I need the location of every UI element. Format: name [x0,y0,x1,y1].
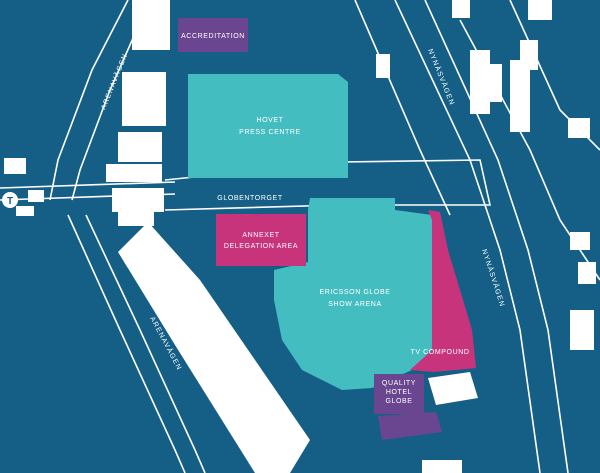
building-r-9 [578,262,596,284]
globe-label-2: SHOW ARENA [328,301,381,308]
building-fl-2 [28,190,44,202]
quality-hotel-globe[interactable]: QUALITY HOTEL GLOBE [374,374,442,440]
accreditation[interactable]: ACCREDITATION [178,18,248,52]
building-tl-3 [118,132,162,162]
hotel-label-3: GLOBE [385,398,412,405]
arenavagen-road [49,0,129,201]
shopping-label-2: SHOPPING [195,349,237,356]
accreditation-label: ACCREDITATION [181,33,245,40]
building-tl-5 [112,188,164,212]
globe-label-1: ERICSSON GLOBE [319,289,390,296]
building-tl-1 [132,0,170,50]
building-tl-6 [118,212,154,226]
tram-stop-letter: T [7,196,13,207]
rail-line-left-2 [85,214,206,473]
nynasvagen-road-1 [394,0,541,473]
building-r-11 [528,0,552,20]
building-r-3 [470,50,490,114]
tv-compound[interactable]: TV COMPOUND [410,210,476,372]
hotel-label-2: HOTEL [386,389,412,396]
building-r-10 [570,310,594,350]
hotel-building [374,374,424,414]
hovet-building [188,74,348,178]
tram-stop-circle [2,192,18,208]
building-r-8 [570,232,590,250]
annexet-building [216,214,306,266]
building-r-2 [452,0,470,18]
accreditation-building [178,18,248,52]
tram-stop-icon: T [2,192,18,208]
building-r-5 [510,60,530,132]
annexet-label-1: ANNEXET [242,232,279,239]
globe-building [274,198,432,390]
annexet-delegation-area[interactable]: ANNEXET DELEGATION AREA [216,214,306,266]
globentorget-label: GLOBENTORGET [217,195,283,202]
hovet-press-centre[interactable]: HOVET PRESS CENTRE [188,74,348,178]
tv-compound-area [410,210,476,372]
buildings [4,0,596,473]
building-r-1 [376,54,390,78]
ericsson-globe[interactable]: ERICSSON GLOBE SHOW ARENA [274,198,432,390]
tv-compound-label: TV COMPOUND [410,349,469,356]
building-tl-4 [106,164,162,182]
rail-line-left-1 [67,214,186,473]
building-r-6 [520,40,538,70]
building-r-7 [568,118,590,138]
building-r-4 [486,64,502,102]
annexet-label-2: DELEGATION AREA [224,243,298,250]
footbridge [0,181,176,189]
building-fl-1 [4,158,26,174]
hotel-label-1: QUALITY [382,380,416,387]
building-hotel-annex [428,372,478,405]
hovet-label-1: HOVET [256,117,283,124]
building-tl-2 [122,72,166,126]
building-br-1 [422,460,462,473]
building-fl-3 [16,206,34,216]
rail-line-right [354,0,451,216]
hotel-wing [378,412,442,440]
shopping-label-1: GLOBEN [200,339,233,346]
hovet-label-2: PRESS CENTRE [239,129,301,136]
globen-shopping-block [118,222,310,473]
